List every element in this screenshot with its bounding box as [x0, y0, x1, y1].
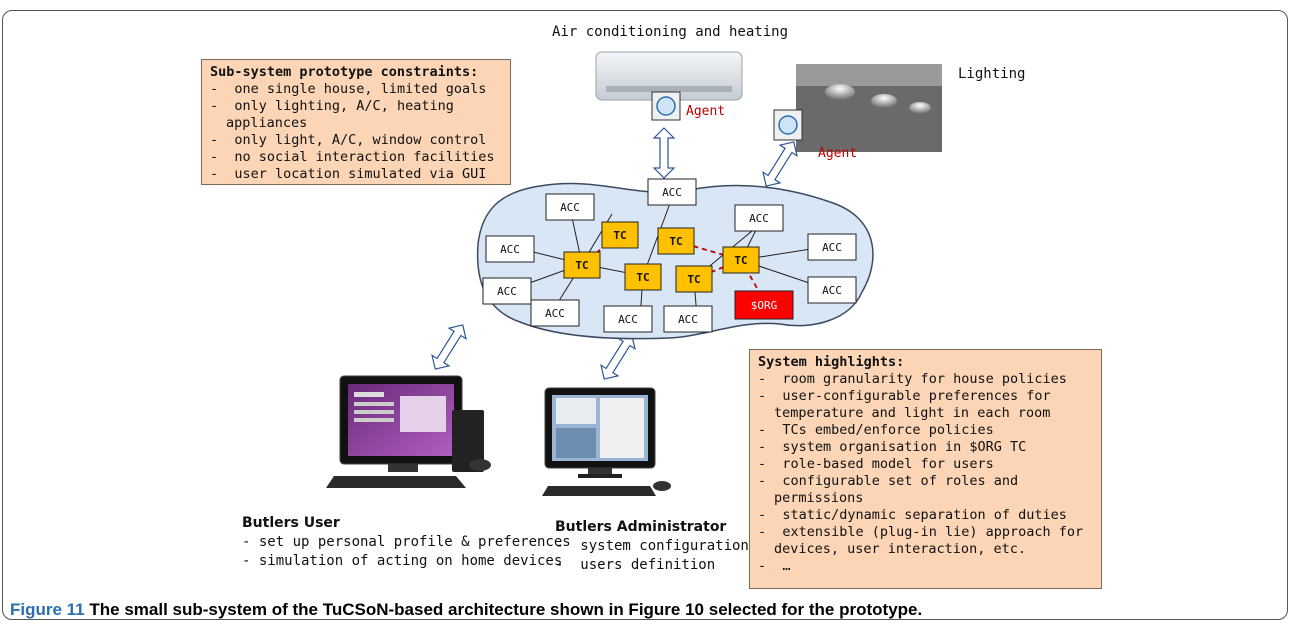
agent-icon: [651, 91, 681, 121]
acc-node: ACC: [663, 305, 713, 333]
acc-node: ACC: [807, 276, 857, 304]
svg-text:TC: TC: [687, 273, 700, 286]
figure-caption: Figure 11 The small sub-system of the Tu…: [10, 600, 922, 620]
double-arrow-icon: [431, 324, 467, 370]
constraint-item: no social interaction facilities: [210, 149, 502, 166]
acc-node: ACC: [807, 233, 857, 261]
svg-text:ACC: ACC: [560, 201, 580, 214]
highlights-note: System highlights: room granularity for …: [749, 349, 1102, 589]
svg-text:ACC: ACC: [497, 285, 517, 298]
highlight-item: user-configurable preferences for temper…: [758, 388, 1093, 422]
acc-node: ACC: [603, 305, 653, 333]
tc-node: TC: [624, 263, 662, 291]
caption-lead: Figure 11: [10, 600, 85, 619]
constraints-note: Sub-system prototype constraints: one si…: [201, 59, 511, 185]
org-tc-node: $ORG: [734, 290, 794, 320]
highlight-item: extensible (plug-in lie) approach for de…: [758, 524, 1093, 558]
svg-text:TC: TC: [669, 235, 682, 248]
svg-text:ACC: ACC: [822, 241, 842, 254]
user-title: Butlers User: [242, 515, 340, 531]
lighting-label: Lighting: [958, 66, 1026, 82]
svg-text:TC: TC: [575, 259, 588, 272]
figure-frame: [2, 10, 1288, 620]
constraint-item: user location simulated via GUI: [210, 166, 502, 183]
highlight-item: configurable set of roles and permission…: [758, 473, 1093, 507]
svg-text:ACC: ACC: [822, 284, 842, 297]
constraint-item: one single house, limited goals: [210, 81, 502, 98]
tc-node: TC: [722, 246, 760, 274]
admin-item: system configuration: [555, 537, 749, 556]
user-item: simulation of acting on home devices: [242, 552, 571, 571]
highlight-item: static/dynamic separation of duties: [758, 507, 1093, 524]
highlights-title: System highlights:: [758, 354, 905, 370]
double-arrow-icon: [652, 127, 676, 179]
admin-computer-icon: [542, 387, 671, 496]
svg-text:$ORG: $ORG: [751, 299, 778, 312]
svg-text:TC: TC: [636, 271, 649, 284]
user-item: set up personal profile & preferences: [242, 533, 571, 552]
agent-label: Agent: [818, 146, 858, 161]
double-arrow-icon: [762, 141, 798, 187]
constraints-title: Sub-system prototype constraints:: [210, 64, 479, 80]
svg-text:TC: TC: [734, 254, 747, 267]
svg-text:TC: TC: [613, 229, 626, 242]
svg-text:ACC: ACC: [545, 307, 565, 320]
acc-node: ACC: [734, 204, 784, 232]
svg-text:ACC: ACC: [678, 313, 698, 326]
acc-node: ACC: [647, 178, 697, 206]
highlight-item: system organisation in $ORG TC: [758, 439, 1093, 456]
tc-node: TC: [657, 227, 695, 255]
acc-node: ACC: [485, 235, 535, 263]
tc-node: TC: [675, 265, 713, 293]
svg-text:ACC: ACC: [618, 313, 638, 326]
acc-node: ACC: [530, 299, 580, 327]
highlight-item: TCs embed/enforce policies: [758, 422, 1093, 439]
svg-text:ACC: ACC: [662, 186, 682, 199]
admin-title: Butlers Administrator: [555, 519, 727, 535]
ac-label: Air conditioning and heating: [552, 24, 789, 40]
user-description: Butlers User set up personal profile & p…: [242, 514, 571, 571]
acc-node: ACC: [545, 193, 595, 221]
highlight-item: room granularity for house policies: [758, 371, 1093, 388]
caption-text: The small sub-system of the TuCSoN-based…: [89, 600, 923, 619]
acc-node: ACC: [482, 277, 532, 305]
svg-text:ACC: ACC: [749, 212, 769, 225]
highlight-item: role-based model for users: [758, 456, 1093, 473]
tc-node: TC: [563, 251, 601, 279]
user-computer-icon: [326, 375, 491, 488]
highlight-item: …: [758, 558, 1093, 575]
agent-icon: [773, 109, 803, 141]
svg-text:ACC: ACC: [500, 243, 520, 256]
double-arrow-icon: [600, 334, 636, 380]
lighting-icon: [796, 64, 942, 152]
admin-description: Butlers Administrator system configurati…: [555, 518, 749, 575]
agent-label: Agent: [686, 104, 726, 119]
constraint-item: only light, A/C, window control: [210, 132, 502, 149]
constraint-item: only lighting, A/C, heating appliances: [210, 98, 502, 132]
tc-node: TC: [601, 221, 639, 249]
admin-item: users definition: [555, 556, 749, 575]
